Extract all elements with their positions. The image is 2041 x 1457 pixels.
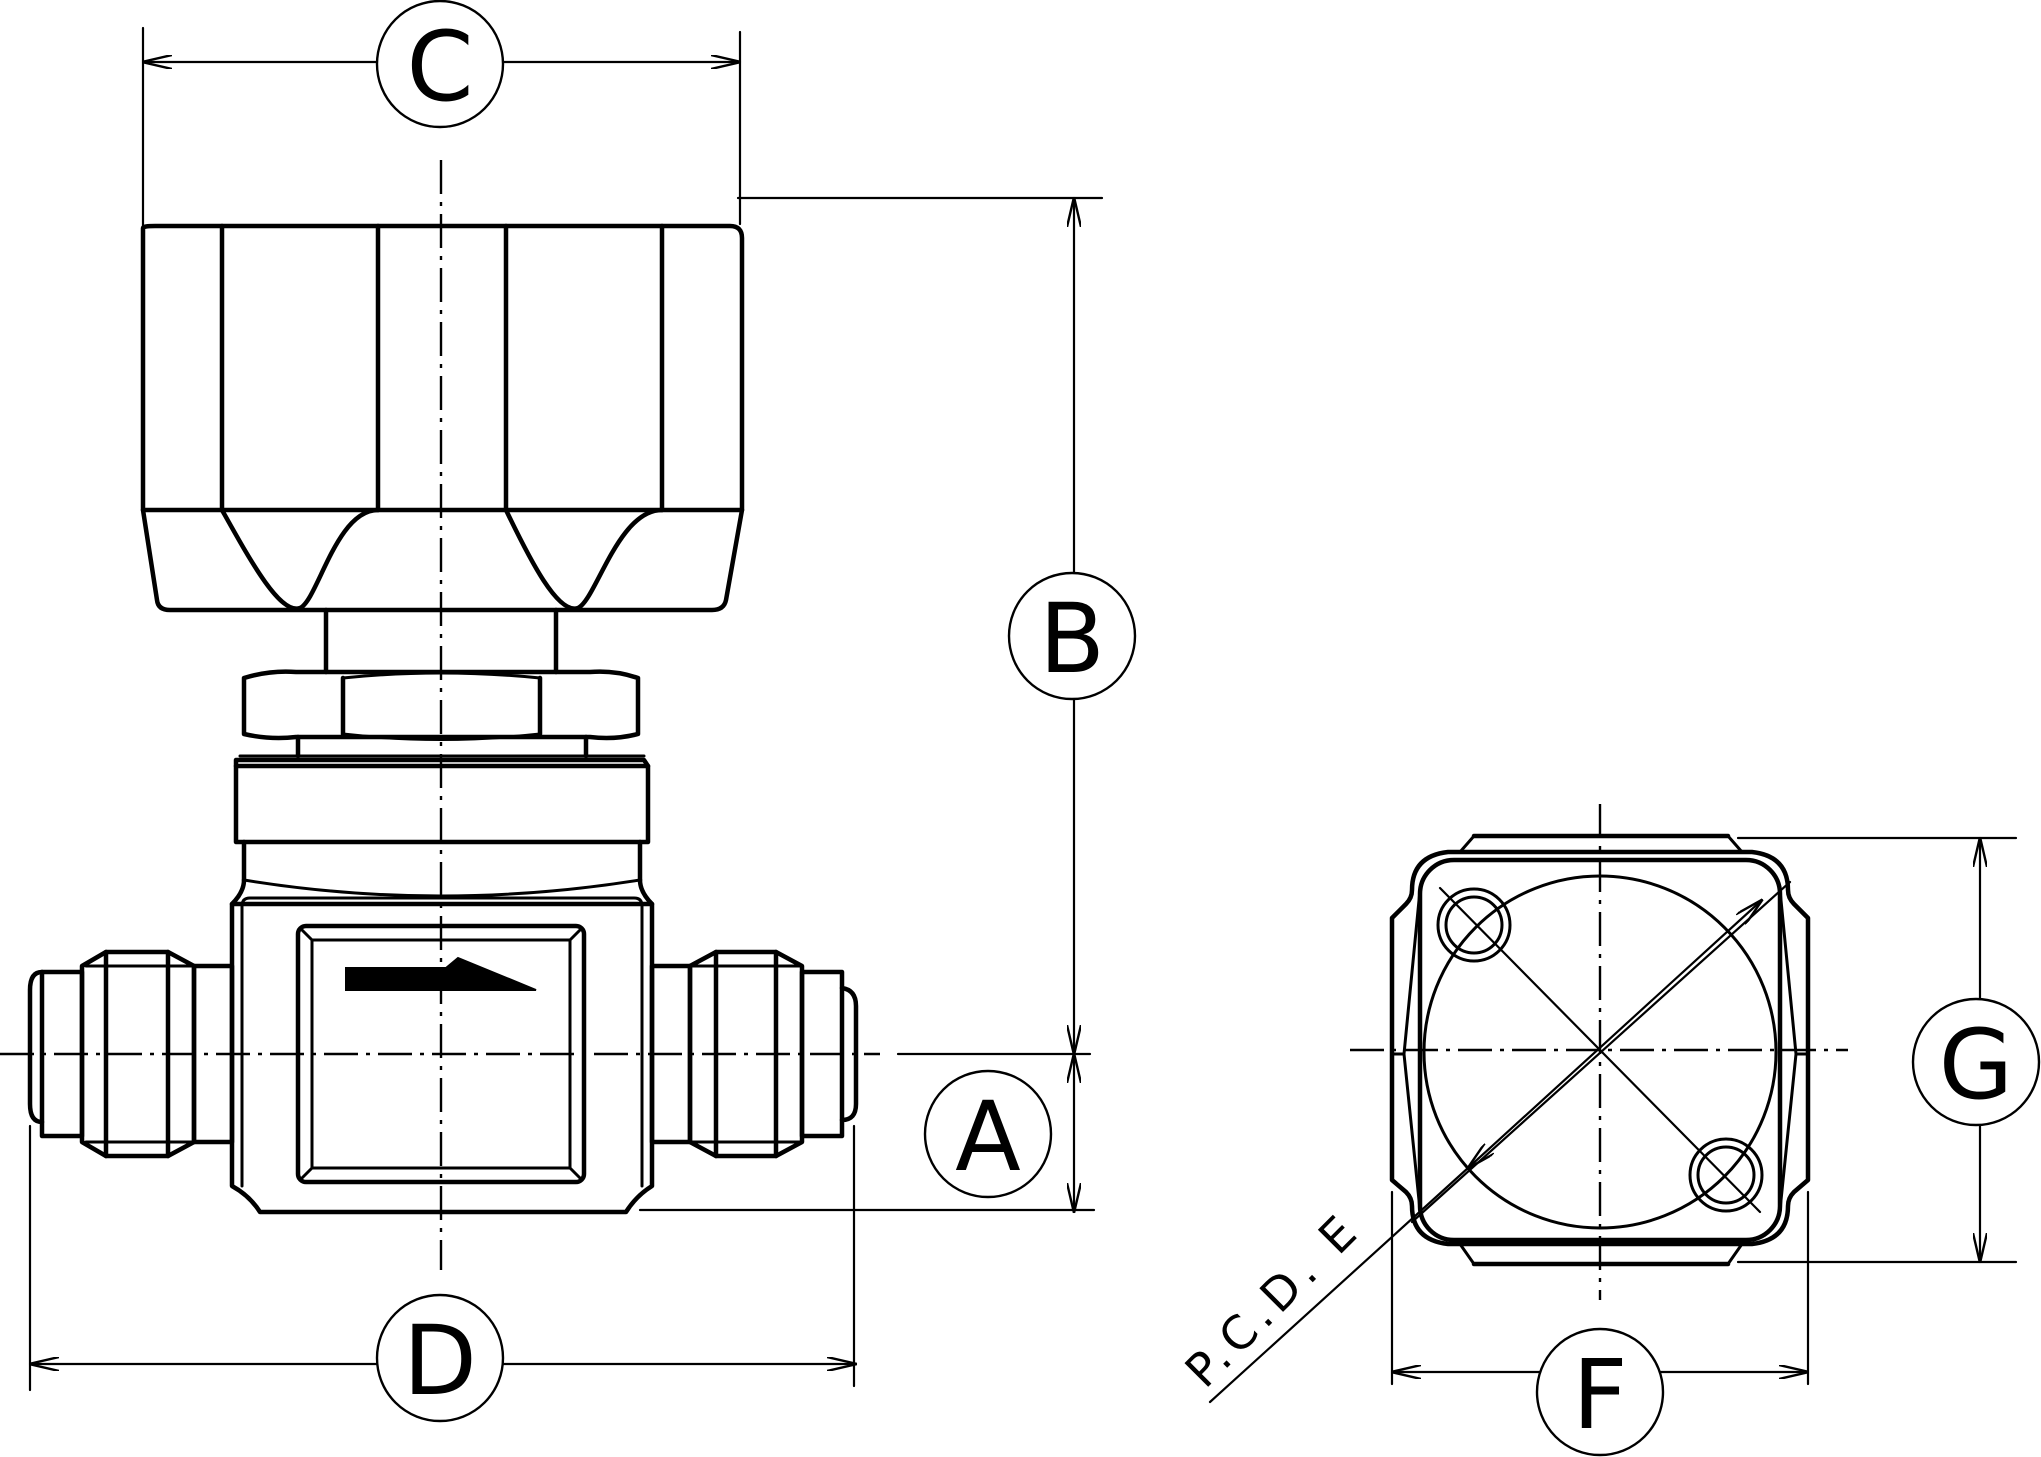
label-a-text: A	[955, 1081, 1021, 1193]
label-g: G	[1911, 997, 2041, 1127]
pcd-label: P.C.D. E	[1175, 1201, 1371, 1397]
side-dimensions	[1208, 836, 2018, 1404]
label-b-text: B	[1039, 583, 1105, 695]
label-f: F	[1535, 1327, 1665, 1457]
label-c: C	[375, 0, 505, 129]
hex-lock-nut	[241, 669, 641, 759]
label-c-text: C	[406, 11, 473, 123]
bolt-hole-top-left	[1436, 887, 1512, 963]
label-g-text: G	[1939, 1009, 2013, 1121]
front-view	[0, 160, 880, 1270]
label-b: B	[1007, 571, 1137, 701]
label-d: D	[375, 1293, 505, 1423]
side-view	[1350, 804, 1848, 1300]
label-f-text: F	[1572, 1339, 1627, 1451]
front-dimensions	[28, 26, 1104, 1392]
label-a: A	[923, 1069, 1053, 1199]
stem	[323, 607, 559, 675]
label-d-text: D	[403, 1305, 477, 1417]
handle-knob	[140, 223, 745, 613]
